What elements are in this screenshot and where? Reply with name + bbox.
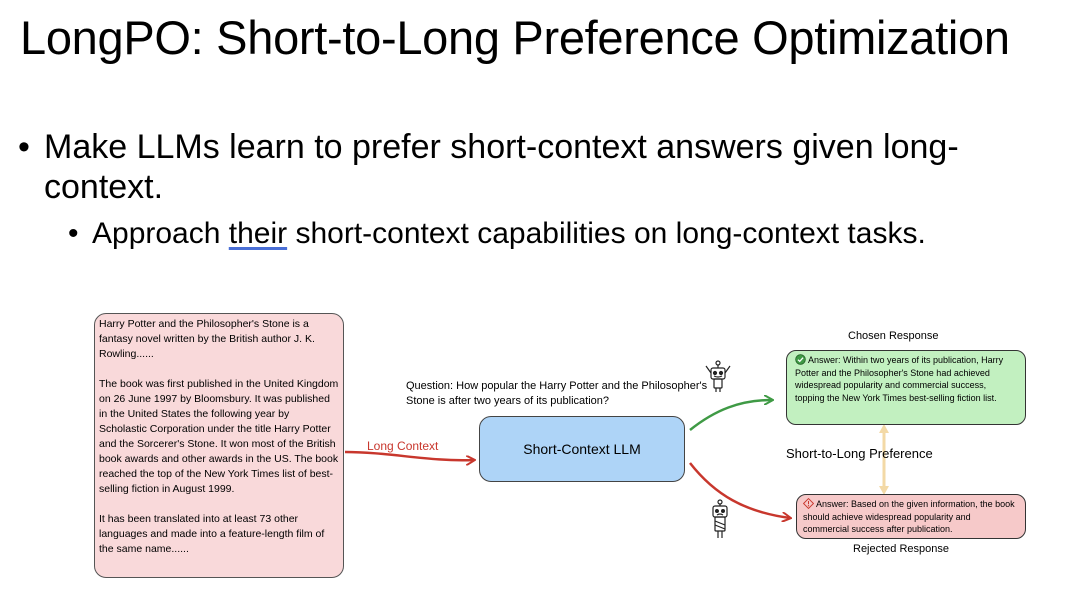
chosen-response-title: Chosen Response — [848, 330, 939, 342]
warning-diamond-icon — [803, 498, 814, 509]
rejected-answer: Answer: Based on the given information, … — [803, 499, 1015, 534]
context-paragraph: It has been translated into at least 73 … — [99, 513, 325, 555]
bullet-level-2: • Approach their short-context capabiliti… — [68, 216, 1068, 252]
bullet-dot: • — [18, 128, 30, 166]
chosen-arrow — [689, 400, 772, 431]
rejected-response-box: Answer: Based on the given information, … — [796, 494, 1026, 539]
question-text: Question: How popular the Harry Potter a… — [406, 380, 708, 407]
robot-sad-icon — [712, 499, 728, 538]
check-circle-icon — [795, 354, 806, 365]
slide-title: LongPO: Short-to-Long Preference Optimiz… — [20, 11, 1010, 64]
bullet-1-text: Make LLMs learn to prefer short-context … — [44, 128, 959, 206]
llm-label: Short-Context LLM — [523, 441, 641, 457]
short-context-llm-box: Short-Context LLM — [479, 416, 685, 482]
bullet-2-underlined-word: their — [228, 217, 288, 250]
context-paragraph: The book was first published in the Unit… — [99, 378, 339, 495]
bullet-2-before: Approach — [92, 217, 229, 250]
preference-label: Short-to-Long Preference — [786, 446, 933, 461]
chosen-answer: Answer: Within two years of its publicat… — [795, 355, 1004, 403]
context-paragraph: Harry Potter and the Philosopher's Stone… — [99, 318, 315, 360]
rejected-response-title: Rejected Response — [853, 543, 950, 555]
robot-happy-icon — [705, 360, 731, 392]
rejected-arrow — [689, 462, 790, 518]
long-context-arrow — [344, 450, 474, 460]
bullet-level-1: • Make LLMs learn to prefer short-contex… — [18, 127, 1068, 207]
long-context-label: Long Context — [367, 439, 439, 453]
bullet-2-after: short-context capabilities on long-conte… — [287, 217, 926, 250]
bullet-dot: • — [68, 217, 79, 250]
chosen-response-box: Answer: Within two years of its publicat… — [786, 350, 1026, 425]
long-context-document: Harry Potter and the Philosopher's Stone… — [94, 313, 344, 578]
